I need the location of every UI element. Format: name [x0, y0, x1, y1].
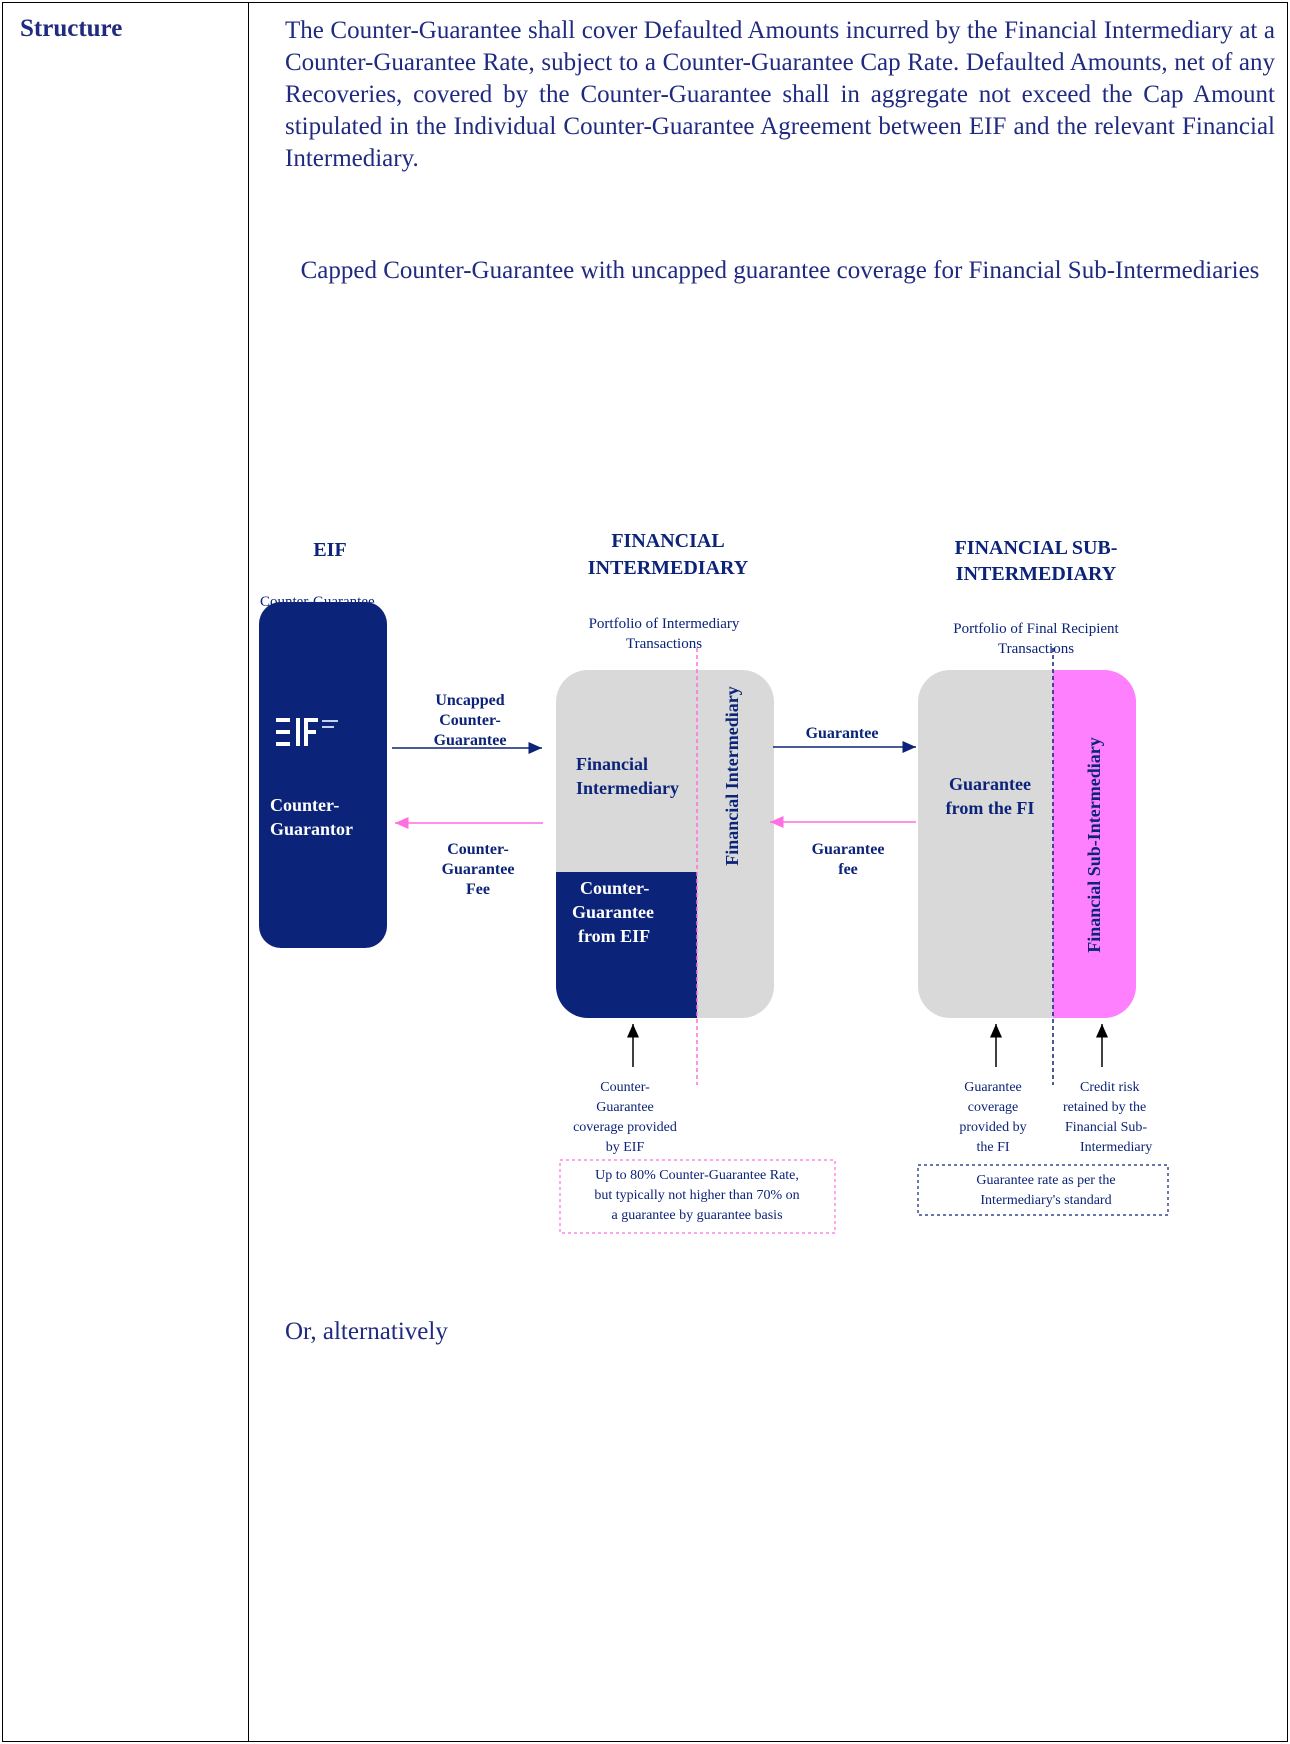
fsi-box-pink-part [1053, 670, 1136, 1018]
guarantee-fee-label-line1: Guarantee [812, 841, 885, 858]
fi-coverage-note-line2: coverage [968, 1100, 1019, 1115]
rate-note-line1: Up to 80% Counter-Guarantee Rate, [595, 1168, 799, 1183]
credit-risk-note-line3: Financial Sub- [1065, 1120, 1147, 1135]
credit-risk-note-line4: Intermediary [1080, 1140, 1152, 1155]
row-label: Structure [20, 15, 123, 42]
eif-box-label-line2: Guarantor [270, 819, 353, 839]
guarantee-fee-label-line2: fee [838, 861, 858, 878]
guarantee-label: Guarantee [806, 725, 879, 742]
fi-subheader-line2: Transactions [626, 636, 702, 652]
standard-note-line1: Guarantee rate as per the [976, 1173, 1115, 1188]
cg-fee-label-line2: Guarantee [442, 861, 515, 878]
fi-eif-part-line2: Guarantee [572, 902, 654, 922]
fsi-subheader-line1: Portfolio of Final Recipient [953, 621, 1119, 637]
fsi-subheader-line2: Transactions [998, 641, 1074, 657]
standard-note-line2: Intermediary's standard [980, 1193, 1111, 1208]
eif-header: EIF [313, 539, 346, 561]
credit-risk-note-line1: Credit risk [1080, 1080, 1140, 1095]
eif-coverage-note-line1: Counter- [600, 1080, 650, 1095]
fsi-box-vertical-label: Financial Sub-Intermediary [1084, 737, 1104, 953]
cg-fee-label-line1: Counter- [447, 841, 509, 858]
fi-subheader-line1: Portfolio of Intermediary [589, 616, 740, 632]
eif-logo [276, 718, 338, 746]
structure-paragraph: The Counter-Guarantee shall cover Defaul… [285, 17, 1275, 172]
rate-note-line3: a guarantee by guarantee basis [611, 1208, 782, 1223]
rate-note-line2: but typically not higher than 70% on [594, 1188, 799, 1203]
structure-diagram: EIF Counter- Guarantee FINANCIAL INTERMED… [259, 530, 1169, 1234]
eif-box [259, 602, 387, 948]
fsi-box-label-line2: from the FI [946, 798, 1035, 818]
fi-coverage-note-line3: provided by [959, 1120, 1026, 1135]
fi-header-line1: FINANCIAL [611, 530, 724, 552]
fi-box-vertical-label: Financial Intermediary [722, 686, 742, 865]
fsi-header-line1: FINANCIAL SUB- [955, 537, 1118, 559]
fi-box-eif-part [556, 872, 697, 1018]
eif-coverage-note-line4: by EIF [606, 1140, 645, 1155]
diagram-title: Capped Counter-Guarantee with uncapped g… [300, 257, 1260, 284]
fi-box-label-line1: Financial [576, 754, 648, 774]
fsi-box-label-line1: Guarantee [949, 774, 1031, 794]
fi-box-label-line2: Intermediary [576, 778, 679, 798]
fi-coverage-note-line4: the FI [976, 1140, 1009, 1155]
fi-header-line2: INTERMEDIARY [588, 557, 749, 579]
eif-coverage-note-line3: coverage provided [573, 1120, 677, 1135]
eif-box-label-line1: Counter- [270, 795, 339, 815]
fi-eif-part-line1: Counter- [580, 878, 649, 898]
fi-eif-part-line3: from EIF [578, 926, 650, 946]
credit-risk-note-line2: retained by the [1063, 1100, 1146, 1115]
fsi-header-line2: INTERMEDIARY [956, 563, 1117, 585]
alternative-text: Or, alternatively [285, 1318, 448, 1345]
cg-fee-label-line3: Fee [466, 881, 490, 898]
uncapped-label-line2: Counter- [439, 712, 501, 729]
uncapped-label-line1: Uncapped [435, 692, 504, 709]
column-divider [248, 2, 249, 1742]
fi-coverage-note-line1: Guarantee [964, 1080, 1022, 1095]
eif-coverage-note-line2: Guarantee [596, 1100, 654, 1115]
uncapped-label-line3: Guarantee [434, 732, 507, 749]
